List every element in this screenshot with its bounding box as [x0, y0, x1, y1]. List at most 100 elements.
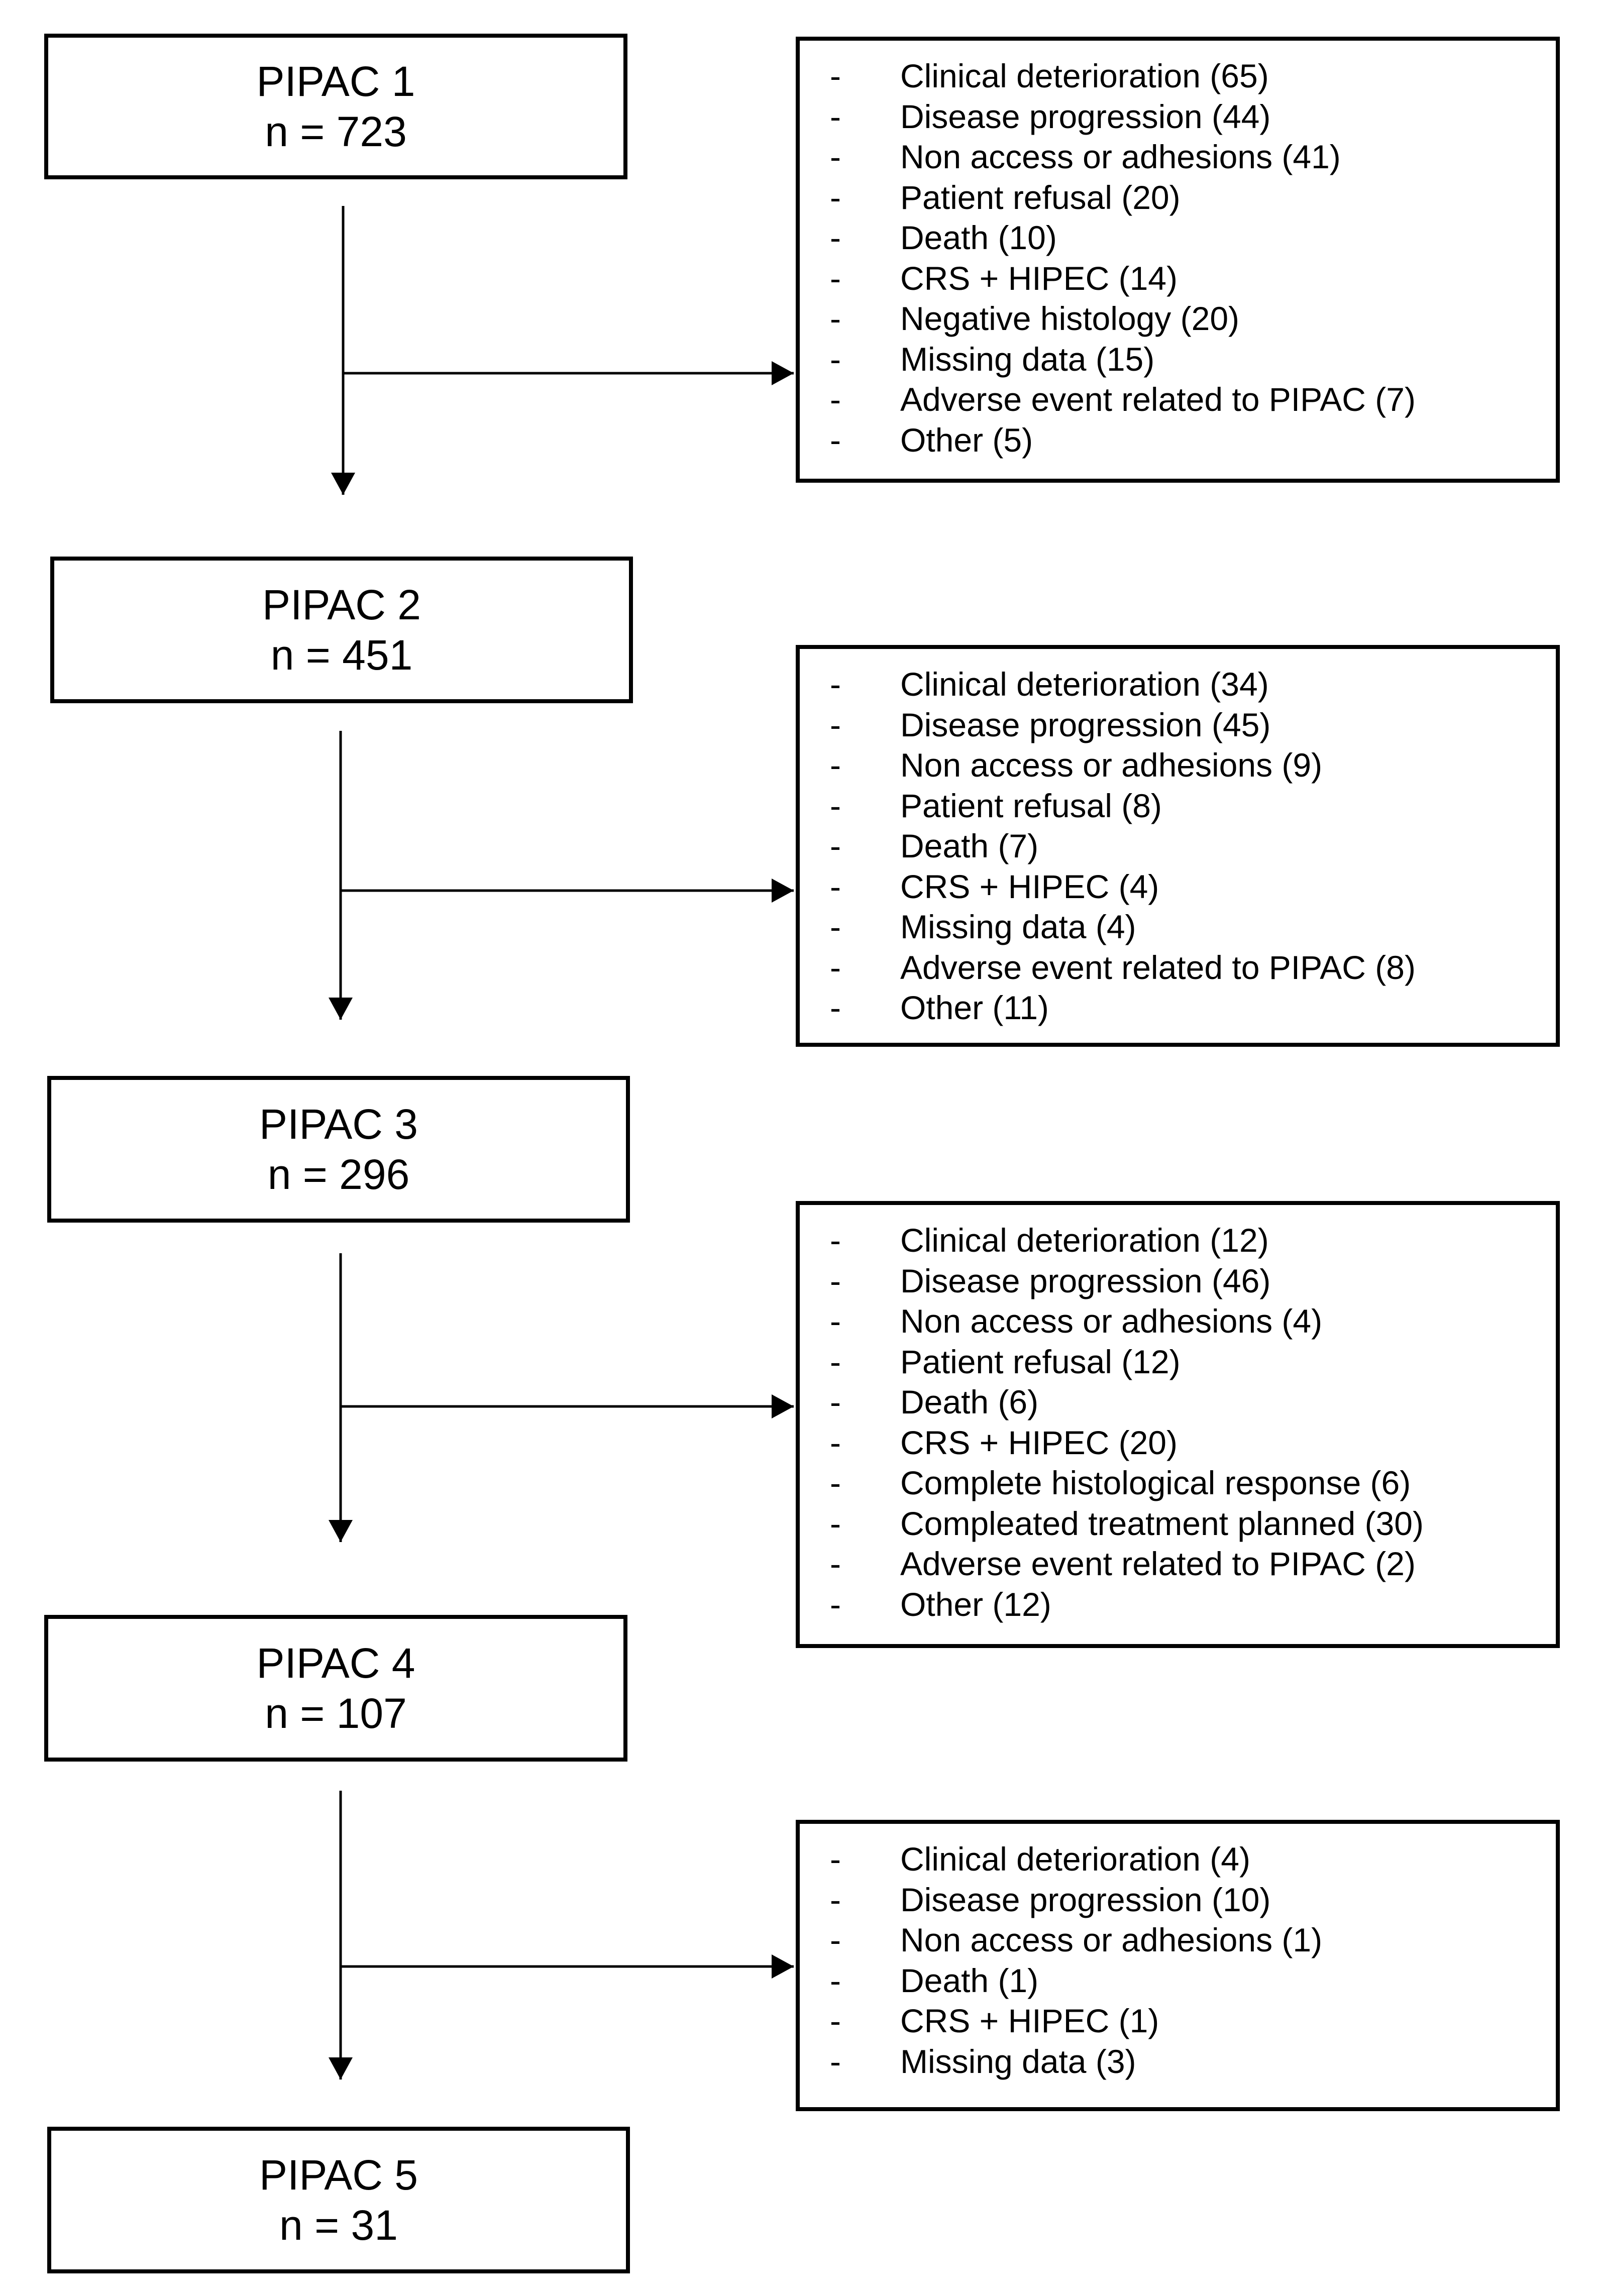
bullet-dash: - — [830, 421, 841, 459]
bullet-dash: - — [830, 300, 841, 337]
bullet-dash: - — [830, 97, 841, 135]
exclusion-reason: Adverse event related to PIPAC (7) — [900, 381, 1416, 418]
bullet-dash: - — [830, 1424, 841, 1461]
list-item: - Missing data (15) — [830, 339, 1416, 380]
stage-title: PIPAC 1 — [256, 58, 415, 105]
bullet-dash: - — [830, 908, 841, 945]
exclusion-reason: Non access or adhesions (41) — [900, 138, 1341, 175]
list-item: -Missing data (3) — [830, 2041, 1322, 2082]
list-item: - Adverse event related to PIPAC (2) — [830, 1544, 1424, 1584]
exclusion-box-after-pipac-2: -Clinical deterioration (34) -Disease pr… — [796, 645, 1560, 1047]
exclusion-reason: Disease progression (44) — [900, 97, 1271, 135]
exclusion-list: - Clinical deterioration (65) - Disease pr… — [830, 56, 1416, 460]
exclusion-reason: Adverse event related to PIPAC (8) — [900, 948, 1416, 986]
exclusion-reason: Adverse event related to PIPAC (2) — [900, 1545, 1416, 1582]
exclusion-reason: CRS + HIPEC (4) — [900, 867, 1159, 905]
stage-count: n = 296 — [267, 1151, 410, 1198]
stage-count: n = 723 — [265, 108, 407, 155]
stage-count: n = 451 — [270, 631, 413, 679]
exclusion-reason: Clinical deterioration (65) — [900, 57, 1269, 94]
list-item: -CRS + HIPEC (20) — [830, 1423, 1424, 1463]
exclusion-reason: Clinical deterioration (4) — [900, 1840, 1250, 1878]
exclusion-box-after-pipac-4: -Clinical deterioration (4) -Disease pro… — [796, 1820, 1560, 2111]
list-item: - Clinical deterioration (12) — [830, 1220, 1424, 1261]
list-item: - CRS + HIPEC (14) — [830, 258, 1416, 299]
bullet-dash: - — [830, 1545, 841, 1582]
exclusion-reason: Death (1) — [900, 1961, 1039, 1999]
stage-count: n = 31 — [279, 2202, 398, 2249]
bullet-dash: - — [830, 178, 841, 216]
list-item: - Death (10) — [830, 217, 1416, 258]
bullet-dash: - — [830, 1262, 841, 1299]
exclusion-list: -Clinical deterioration (4) -Disease pro… — [830, 1839, 1322, 2082]
list-item: -Non access or adhesions (9) — [830, 745, 1416, 786]
exclusion-reason: Clinical deterioration (12) — [900, 1222, 1269, 1259]
list-item: -Death (6) — [830, 1382, 1424, 1423]
stage-box-pipac-5: PIPAC 5 n = 31 — [47, 2127, 630, 2273]
bullet-dash: - — [830, 1840, 841, 1878]
bullet-dash: - — [830, 989, 841, 1026]
list-item: -Patient refusal (12) — [830, 1342, 1424, 1382]
exclusion-reason: Disease progression (45) — [900, 706, 1271, 743]
list-item: -CRS + HIPEC (1) — [830, 2001, 1322, 2041]
exclusion-branch-arrowhead-4 — [772, 1954, 794, 1979]
exclusion-reason: Death (10) — [900, 219, 1057, 256]
list-item: - Non access or adhesions (4) — [830, 1301, 1424, 1342]
exclusion-reason: Negative histology (20) — [900, 300, 1240, 337]
list-item: -Disease progression (10) — [830, 1880, 1322, 1920]
stage-title: PIPAC 5 — [259, 2151, 418, 2199]
list-item: - Clinical deterioration (4) — [830, 1839, 1322, 1880]
list-item: - Clinical deterioration (65) — [830, 56, 1416, 96]
bullet-dash: - — [830, 340, 841, 378]
exclusion-reason: Non access or adhesions (9) — [900, 746, 1323, 784]
bullet-dash: - — [830, 138, 841, 175]
flow-down-arrowhead-1 — [331, 473, 355, 495]
bullet-dash: - — [830, 259, 841, 297]
stage-title: PIPAC 2 — [262, 581, 421, 628]
exclusion-reason: Other (11) — [900, 989, 1049, 1026]
exclusion-branch-arrowhead-1 — [772, 361, 794, 385]
list-item: - Negative histology (20) — [830, 298, 1416, 339]
exclusion-reason: Patient refusal (12) — [900, 1343, 1181, 1380]
stage-box-pipac-4: PIPAC 4 n = 107 — [44, 1615, 627, 1762]
list-item: -Non access or adhesions (1) — [830, 1920, 1322, 1960]
bullet-dash: - — [830, 1921, 841, 1958]
list-item: -Disease progression (45) — [830, 705, 1416, 745]
exclusion-reason: Missing data (15) — [900, 340, 1155, 378]
exclusion-list: - Clinical deterioration (12) - Disease pr… — [830, 1220, 1424, 1624]
bullet-dash: - — [830, 666, 841, 703]
bullet-dash: - — [830, 57, 841, 94]
list-item: -Death (7) — [830, 826, 1416, 866]
bullet-dash: - — [830, 1464, 841, 1501]
bullet-dash: - — [830, 1504, 841, 1542]
bullet-dash: - — [830, 867, 841, 905]
list-item: -Other (12) — [830, 1584, 1424, 1625]
bullet-dash: - — [830, 219, 841, 256]
bullet-dash: - — [830, 1961, 841, 1999]
exclusion-reason: Missing data (3) — [900, 2042, 1136, 2080]
bullet-dash: - — [830, 1302, 841, 1340]
exclusion-reason: Disease progression (46) — [900, 1262, 1271, 1299]
exclusion-reason: CRS + HIPEC (14) — [900, 259, 1178, 297]
exclusion-box-after-pipac-3: - Clinical deterioration (12) - Disease pr… — [796, 1201, 1560, 1648]
list-item: - Death (1) — [830, 1960, 1322, 2001]
exclusion-reason: Patient refusal (8) — [900, 787, 1162, 824]
exclusion-reason: Non access or adhesions (4) — [900, 1302, 1323, 1340]
exclusion-reason: Clinical deterioration (34) — [900, 666, 1269, 703]
list-item: -Missing data (4) — [830, 907, 1416, 947]
stage-title: PIPAC 3 — [259, 1101, 418, 1148]
exclusion-box-after-pipac-1: - Clinical deterioration (65) - Disease pr… — [796, 37, 1560, 483]
exclusion-reason: Patient refusal (20) — [900, 178, 1181, 216]
exclusion-reason: Death (7) — [900, 827, 1039, 864]
exclusion-reason: Other (12) — [900, 1585, 1051, 1623]
exclusion-reason: Disease progression (10) — [900, 1881, 1271, 1918]
list-item: - Clinical deterioration (34) — [830, 664, 1416, 705]
list-item: -Complete histological response (6) — [830, 1463, 1424, 1503]
list-item: - Non access or adhesions (41) — [830, 137, 1416, 177]
exclusion-reason: Death (6) — [900, 1383, 1039, 1420]
stage-box-pipac-3: PIPAC 3 n = 296 — [47, 1076, 630, 1223]
stage-box-pipac-1: PIPAC 1 n = 723 — [44, 34, 627, 179]
exclusion-reason: Compleated treatment planned (30) — [900, 1504, 1424, 1542]
bullet-dash: - — [830, 1222, 841, 1259]
